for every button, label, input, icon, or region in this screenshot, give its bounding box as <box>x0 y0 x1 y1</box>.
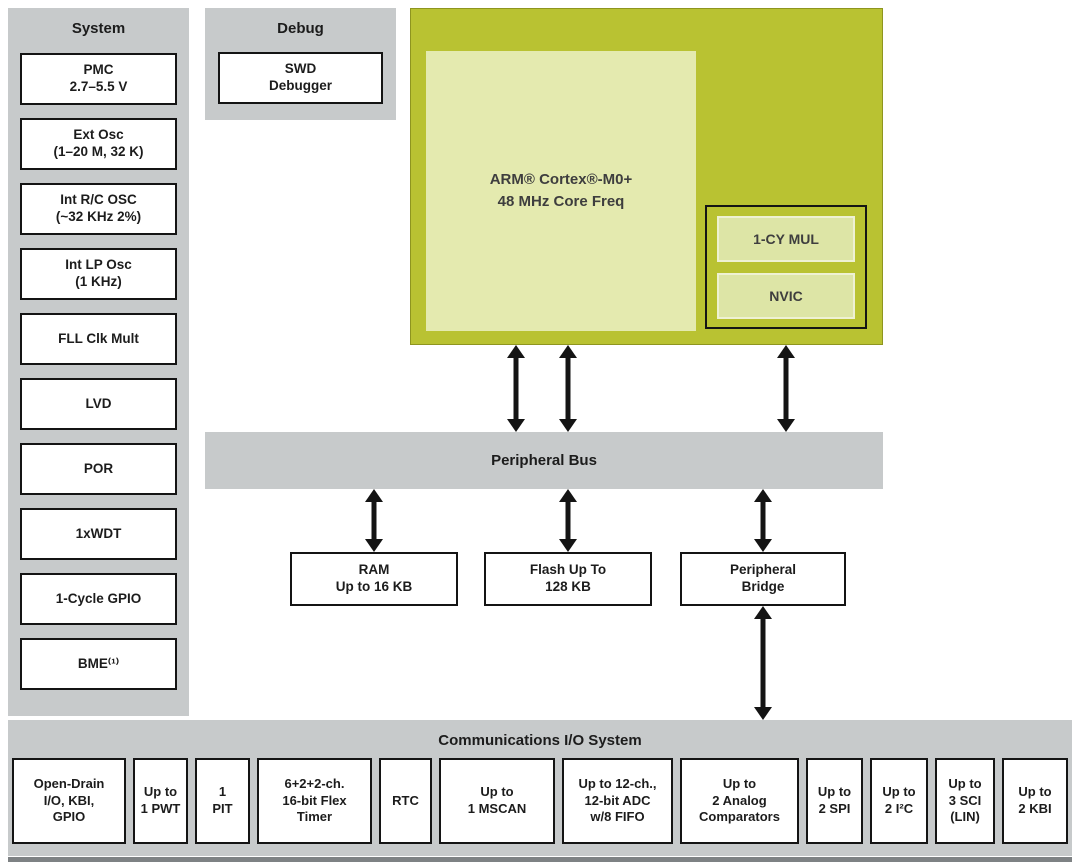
nvic-box: NVIC <box>717 273 855 319</box>
comm-box-sci-lin: Up to 3 SCI (LIN) <box>935 758 995 844</box>
communications-panel-title: Communications I/O System <box>438 732 642 749</box>
arrow-shaft <box>565 498 571 543</box>
arrow-shaft <box>513 354 519 423</box>
system-box-one-cycle-gpio: 1-Cycle GPIO <box>20 573 177 625</box>
arrow-shaft <box>371 498 377 543</box>
system-box-wdt: 1xWDT <box>20 508 177 560</box>
comm-box-adc: Up to 12-ch., 12-bit ADC w/8 FIFO <box>562 758 673 844</box>
communications-box-list: Open-Drain I/O, KBI, GPIO Up to 1 PWT 1 … <box>8 758 1072 844</box>
comm-box-kbi: Up to 2 KBI <box>1002 758 1068 844</box>
arrow-shaft <box>760 615 766 711</box>
system-box-int-rc-osc: Int R/C OSC (~32 KHz 2%) <box>20 183 177 235</box>
bottom-cutoff-strip <box>8 857 1072 862</box>
core-to-bus-arrow-2 <box>559 345 577 432</box>
arrow-shaft <box>760 498 766 543</box>
system-box-list: PMC 2.7–5.5 V Ext Osc (1–20 M, 32 K) Int… <box>8 37 189 690</box>
cpu-core-block: ARM® Cortex®-M0+ 48 MHz Core Freq 1-CY M… <box>410 8 883 345</box>
system-box-lvd: LVD <box>20 378 177 430</box>
system-box-ext-osc: Ext Osc (1–20 M, 32 K) <box>20 118 177 170</box>
comm-box-pit: 1 PIT <box>195 758 250 844</box>
flash-box: Flash Up To 128 KB <box>484 552 652 606</box>
bus-to-bridge-arrow <box>754 489 772 552</box>
debug-box-swd-debugger: SWD Debugger <box>218 52 383 104</box>
system-box-por: POR <box>20 443 177 495</box>
arrow-shaft <box>783 354 789 423</box>
comm-box-rtc: RTC <box>379 758 432 844</box>
system-panel-title: System <box>71 20 126 37</box>
system-box-fll-clk-mult: FLL Clk Mult <box>20 313 177 365</box>
core-to-bus-arrow-3 <box>777 345 795 432</box>
ram-box: RAM Up to 16 KB <box>290 552 458 606</box>
communications-panel: Communications I/O System Open-Drain I/O… <box>8 720 1072 856</box>
comm-box-open-drain-gpio: Open-Drain I/O, KBI, GPIO <box>12 758 126 844</box>
system-box-int-lp-osc: Int LP Osc (1 KHz) <box>20 248 177 300</box>
core-to-bus-arrow-1 <box>507 345 525 432</box>
system-panel: System PMC 2.7–5.5 V Ext Osc (1–20 M, 32… <box>8 8 189 716</box>
bus-to-ram-arrow <box>365 489 383 552</box>
system-box-pmc: PMC 2.7–5.5 V <box>20 53 177 105</box>
one-cycle-multiplier-box: 1-CY MUL <box>717 216 855 262</box>
debug-panel: Debug SWD Debugger <box>205 8 396 120</box>
debug-panel-title: Debug <box>277 20 324 37</box>
comm-box-flex-timer: 6+2+2-ch. 16-bit Flex Timer <box>257 758 372 844</box>
arm-cortex-m0plus-core: ARM® Cortex®-M0+ 48 MHz Core Freq <box>426 51 696 331</box>
arrow-shaft <box>565 354 571 423</box>
comm-box-pwt: Up to 1 PWT <box>133 758 188 844</box>
peripheral-bridge-box: Peripheral Bridge <box>680 552 846 606</box>
comm-box-analog-comparators: Up to 2 Analog Comparators <box>680 758 799 844</box>
comm-box-mscan: Up to 1 MSCAN <box>439 758 555 844</box>
comm-box-spi: Up to 2 SPI <box>806 758 863 844</box>
bridge-to-comms-arrow <box>754 606 772 720</box>
comm-box-i2c: Up to 2 I²C <box>870 758 928 844</box>
bus-to-flash-arrow <box>559 489 577 552</box>
system-box-bme: BME⁽¹⁾ <box>20 638 177 690</box>
peripheral-bus-bar: Peripheral Bus <box>205 432 883 489</box>
core-sub-block: 1-CY MUL NVIC <box>705 205 867 329</box>
